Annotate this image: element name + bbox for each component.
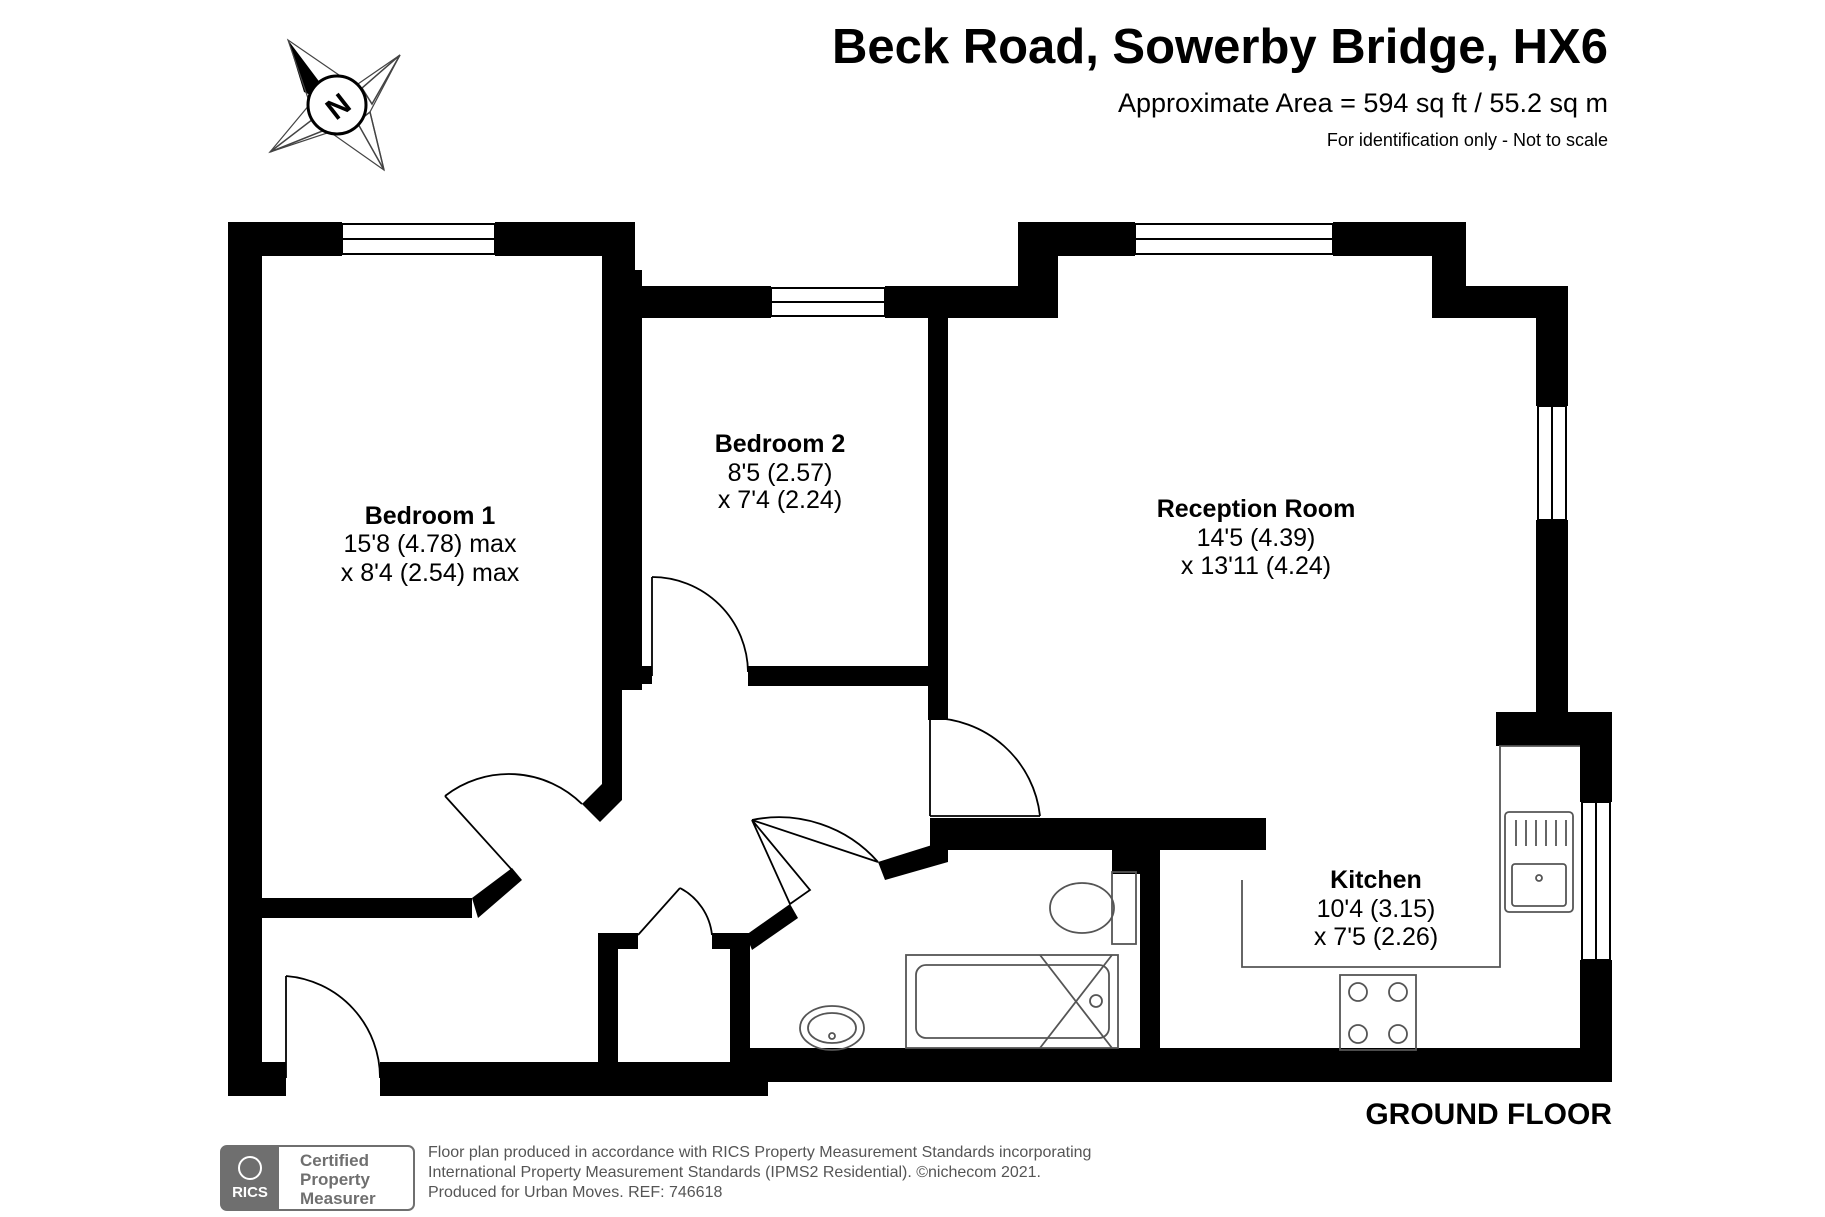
badge-line-2: Property [300,1170,370,1189]
room-name: Kitchen [1330,866,1422,894]
rics-text: RICS [232,1184,268,1201]
room-dimension: x 13'11 (4.24) [1181,552,1331,580]
room-name: Bedroom 1 [365,502,496,530]
room-label-reception-room: Reception Room 14'5 (4.39) x 13'11 (4.24… [1157,495,1356,580]
room-name: Bedroom 2 [715,430,846,458]
badge-line-3: Measurer [300,1189,376,1208]
floor-label: GROUND FLOOR [1365,1098,1612,1131]
room-dimension: 14'5 (4.39) [1197,524,1316,552]
room-dimension: 8'5 (2.57) [728,459,833,487]
rics-lion-icon [238,1156,262,1180]
plan-title: Beck Road, Sowerby Bridge, HX6 [832,20,1608,74]
walls [228,222,1612,1096]
room-label-kitchen: Kitchen 10'4 (3.15) x 7'5 (2.26) [1314,866,1438,951]
bathroom-fixtures [799,871,1137,1051]
footer-line-1: Floor plan produced in accordance with R… [428,1144,1091,1161]
room-name: Reception Room [1157,495,1356,523]
room-label-bedroom-2: Bedroom 2 8'5 (2.57) x 7'4 (2.24) [715,430,846,514]
rics-badge: RICS Certified Property Measurer [220,1145,415,1211]
footer-line-3: Produced for Urban Moves. REF: 746618 [428,1184,722,1201]
kitchen-sink-icon [1504,811,1574,913]
kitchen-fixtures [1241,745,1580,1051]
badge-line-1: Certified [300,1151,369,1170]
room-label-bedroom-1: Bedroom 1 15'8 (4.78) max x 8'4 (2.54) m… [341,502,520,587]
compass-rose-icon: N [268,38,401,172]
sink-drainer-lines [1515,820,1567,846]
room-dimension: x 8'4 (2.54) max [341,559,520,587]
windows [341,223,1611,961]
hob-icon [1339,974,1417,1051]
bathtub-icon [905,954,1119,1049]
basin-icon [799,1005,865,1051]
approximate-area: Approximate Area = 594 sq ft / 55.2 sq m [1118,88,1608,118]
footer-line-2: International Property Measurement Stand… [428,1164,1041,1181]
toilet-icon [1049,882,1115,934]
room-dimension: 15'8 (4.78) max [344,530,517,558]
toilet-cistern-icon [1111,871,1137,945]
room-dimension: x 7'5 (2.26) [1314,923,1438,951]
doors [285,576,1041,1079]
room-dimension: x 7'4 (2.24) [718,486,842,514]
scale-note: For identification only - Not to scale [1327,130,1608,150]
room-dimension: 10'4 (3.15) [1317,895,1436,923]
